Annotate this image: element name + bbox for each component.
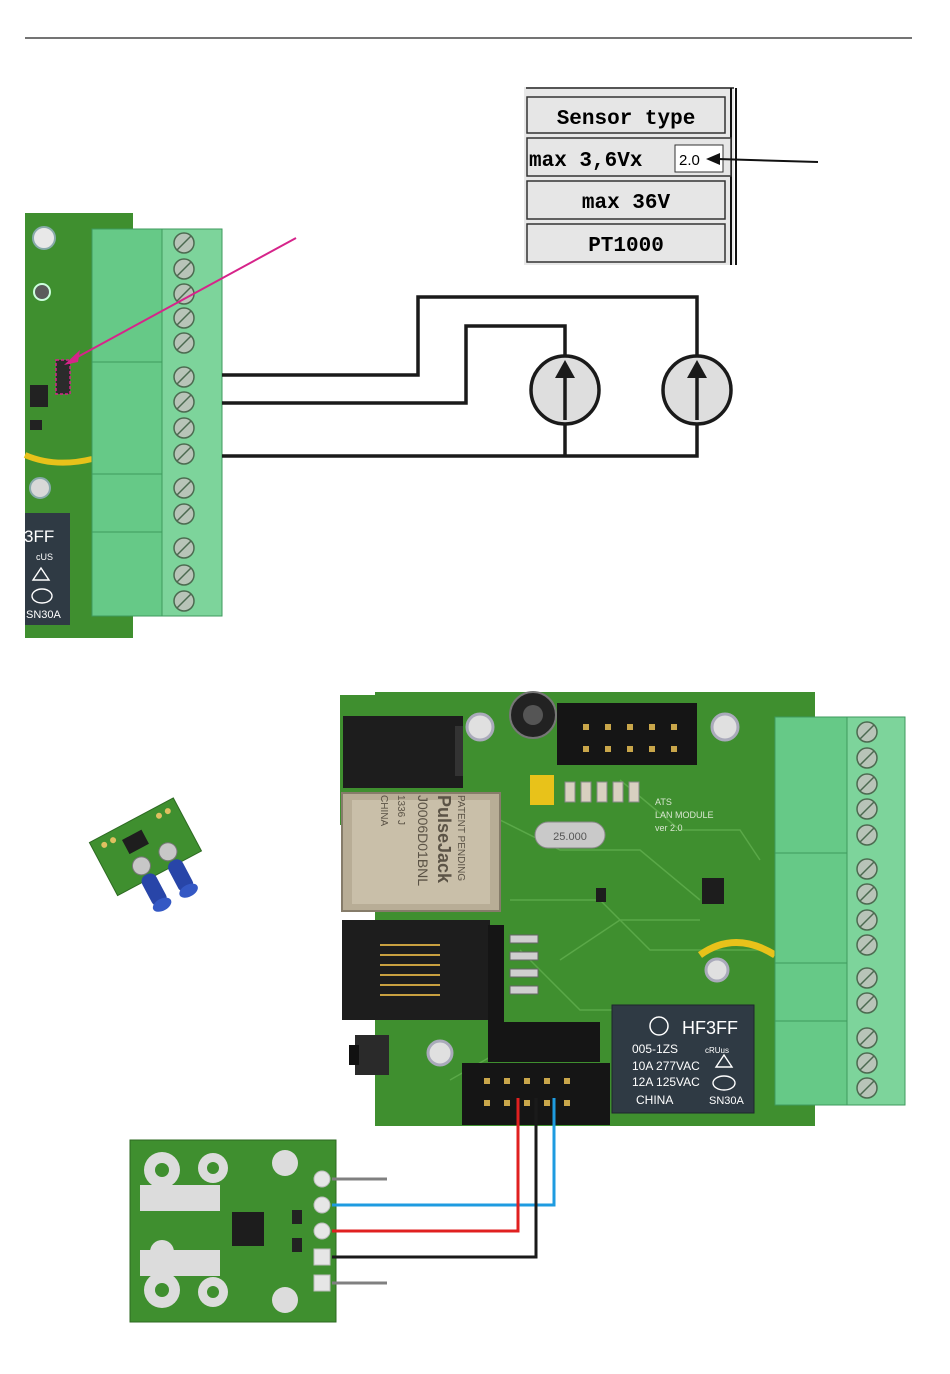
terminal-screws-top xyxy=(174,233,194,611)
lan-module-board: PATENT PENDING PulseJack J0006D01BNL 133… xyxy=(340,692,905,1126)
header-pin xyxy=(671,746,677,752)
silk-version: ver 2.0 xyxy=(655,823,683,833)
dc-jack xyxy=(343,716,463,788)
relay-model: HF3FF xyxy=(682,1018,738,1038)
header-pin xyxy=(605,746,611,752)
relay-part: 005-1ZS xyxy=(632,1042,678,1056)
header-pin xyxy=(504,1100,510,1106)
ethernet-jack: PATENT PENDING PulseJack J0006D01BNL 133… xyxy=(342,793,500,911)
current-sensor-2 xyxy=(663,356,731,424)
tantalum-capacitor xyxy=(530,775,554,805)
mount-hole xyxy=(706,959,728,981)
silk-module: LAN MODULE xyxy=(655,810,714,820)
header-pin xyxy=(564,1100,570,1106)
pin-pad xyxy=(314,1249,330,1265)
sensor-ic xyxy=(232,1212,264,1246)
relay-rating-1: 10A 277VAC xyxy=(632,1059,700,1073)
relay-ul-mark: cRUus xyxy=(705,1046,729,1055)
relay: HF3FF 005-1ZS cRUus 10A 277VAC 12A 125VA… xyxy=(612,1005,754,1113)
smd-part xyxy=(30,420,42,430)
jack-line-3: J0006D01BNL xyxy=(415,795,431,886)
current-breakout-board xyxy=(130,1140,336,1322)
silk-name: ATS xyxy=(655,797,672,807)
header-pin xyxy=(504,1078,510,1084)
smd-chip xyxy=(30,385,48,407)
crystal-label: 25.000 xyxy=(553,831,587,843)
rj12-jack xyxy=(342,920,490,1020)
relay-code: SN30A xyxy=(709,1095,745,1107)
header-pin xyxy=(583,724,589,730)
board-crop-top: 3FF cUS SN30A xyxy=(24,213,222,638)
header-pin xyxy=(605,724,611,730)
jack-line-5: CHINA xyxy=(378,795,389,826)
pin-header-mid xyxy=(488,1022,600,1062)
terminal-blocks-main xyxy=(775,717,905,1105)
resistor xyxy=(613,782,623,802)
relay-partial-model: 3FF xyxy=(24,527,54,546)
relay-partial-code: SN30A xyxy=(26,609,62,621)
push-button xyxy=(355,1035,389,1075)
wiring-top xyxy=(222,297,697,456)
mount-hole xyxy=(30,478,50,498)
header-pin xyxy=(627,746,633,752)
option-pt1000-label: PT1000 xyxy=(588,235,664,258)
pin-pad xyxy=(314,1197,330,1213)
mount-hole xyxy=(467,714,493,740)
resistor xyxy=(597,782,607,802)
transistor xyxy=(702,878,724,904)
resistor xyxy=(565,782,575,802)
relay-rating-2: 12A 125VAC xyxy=(632,1075,700,1089)
sensor-type-panel: Sensor type max 3,6Vx 2.0 max 36V PT1000 xyxy=(524,87,736,265)
pin-pad xyxy=(314,1223,330,1239)
mount-hole xyxy=(33,227,55,249)
option-voltage-label: max 3,6Vx xyxy=(529,150,643,173)
option-36v-label: max 36V xyxy=(582,192,671,215)
header-pin xyxy=(671,724,677,730)
multiplier-value: 2.0 xyxy=(679,152,700,169)
relay-origin: CHINA xyxy=(636,1093,673,1107)
resistor xyxy=(629,782,639,802)
header-pin xyxy=(649,724,655,730)
header-pin xyxy=(524,1100,530,1106)
led xyxy=(510,986,538,994)
jack-line-1: PATENT PENDING xyxy=(455,795,466,881)
pin-pad xyxy=(314,1171,330,1187)
mount-hole xyxy=(428,1041,452,1065)
header-pin xyxy=(649,746,655,752)
jack-line-2: PulseJack xyxy=(434,795,454,884)
sensor-module-photo xyxy=(89,798,217,926)
header-pin xyxy=(524,1078,530,1084)
led xyxy=(510,969,538,977)
resistor xyxy=(581,782,591,802)
current-sensor-1 xyxy=(531,356,599,424)
wire-sensor-2-signal xyxy=(222,297,697,375)
header-pin xyxy=(583,746,589,752)
header-pin xyxy=(564,1078,570,1084)
pin-header-top xyxy=(557,703,697,765)
header-pin xyxy=(484,1078,490,1084)
header-pin xyxy=(627,724,633,730)
sensor-type-title: Sensor type xyxy=(557,108,696,131)
mount-hole xyxy=(712,714,738,740)
jack-line-4: 1336 J xyxy=(395,795,406,825)
header-pin xyxy=(544,1100,550,1106)
header-pin xyxy=(484,1100,490,1106)
wire-ground xyxy=(222,424,697,456)
jumper-pad xyxy=(56,360,70,394)
via-pad xyxy=(34,284,50,300)
header-pin xyxy=(544,1078,550,1084)
terminal-blocks-top xyxy=(92,229,222,616)
led xyxy=(510,935,538,943)
wire-sensor-1-signal xyxy=(222,326,565,403)
pin-pad xyxy=(314,1275,330,1291)
relay-partial-ul: cUS xyxy=(36,552,53,562)
led xyxy=(510,952,538,960)
